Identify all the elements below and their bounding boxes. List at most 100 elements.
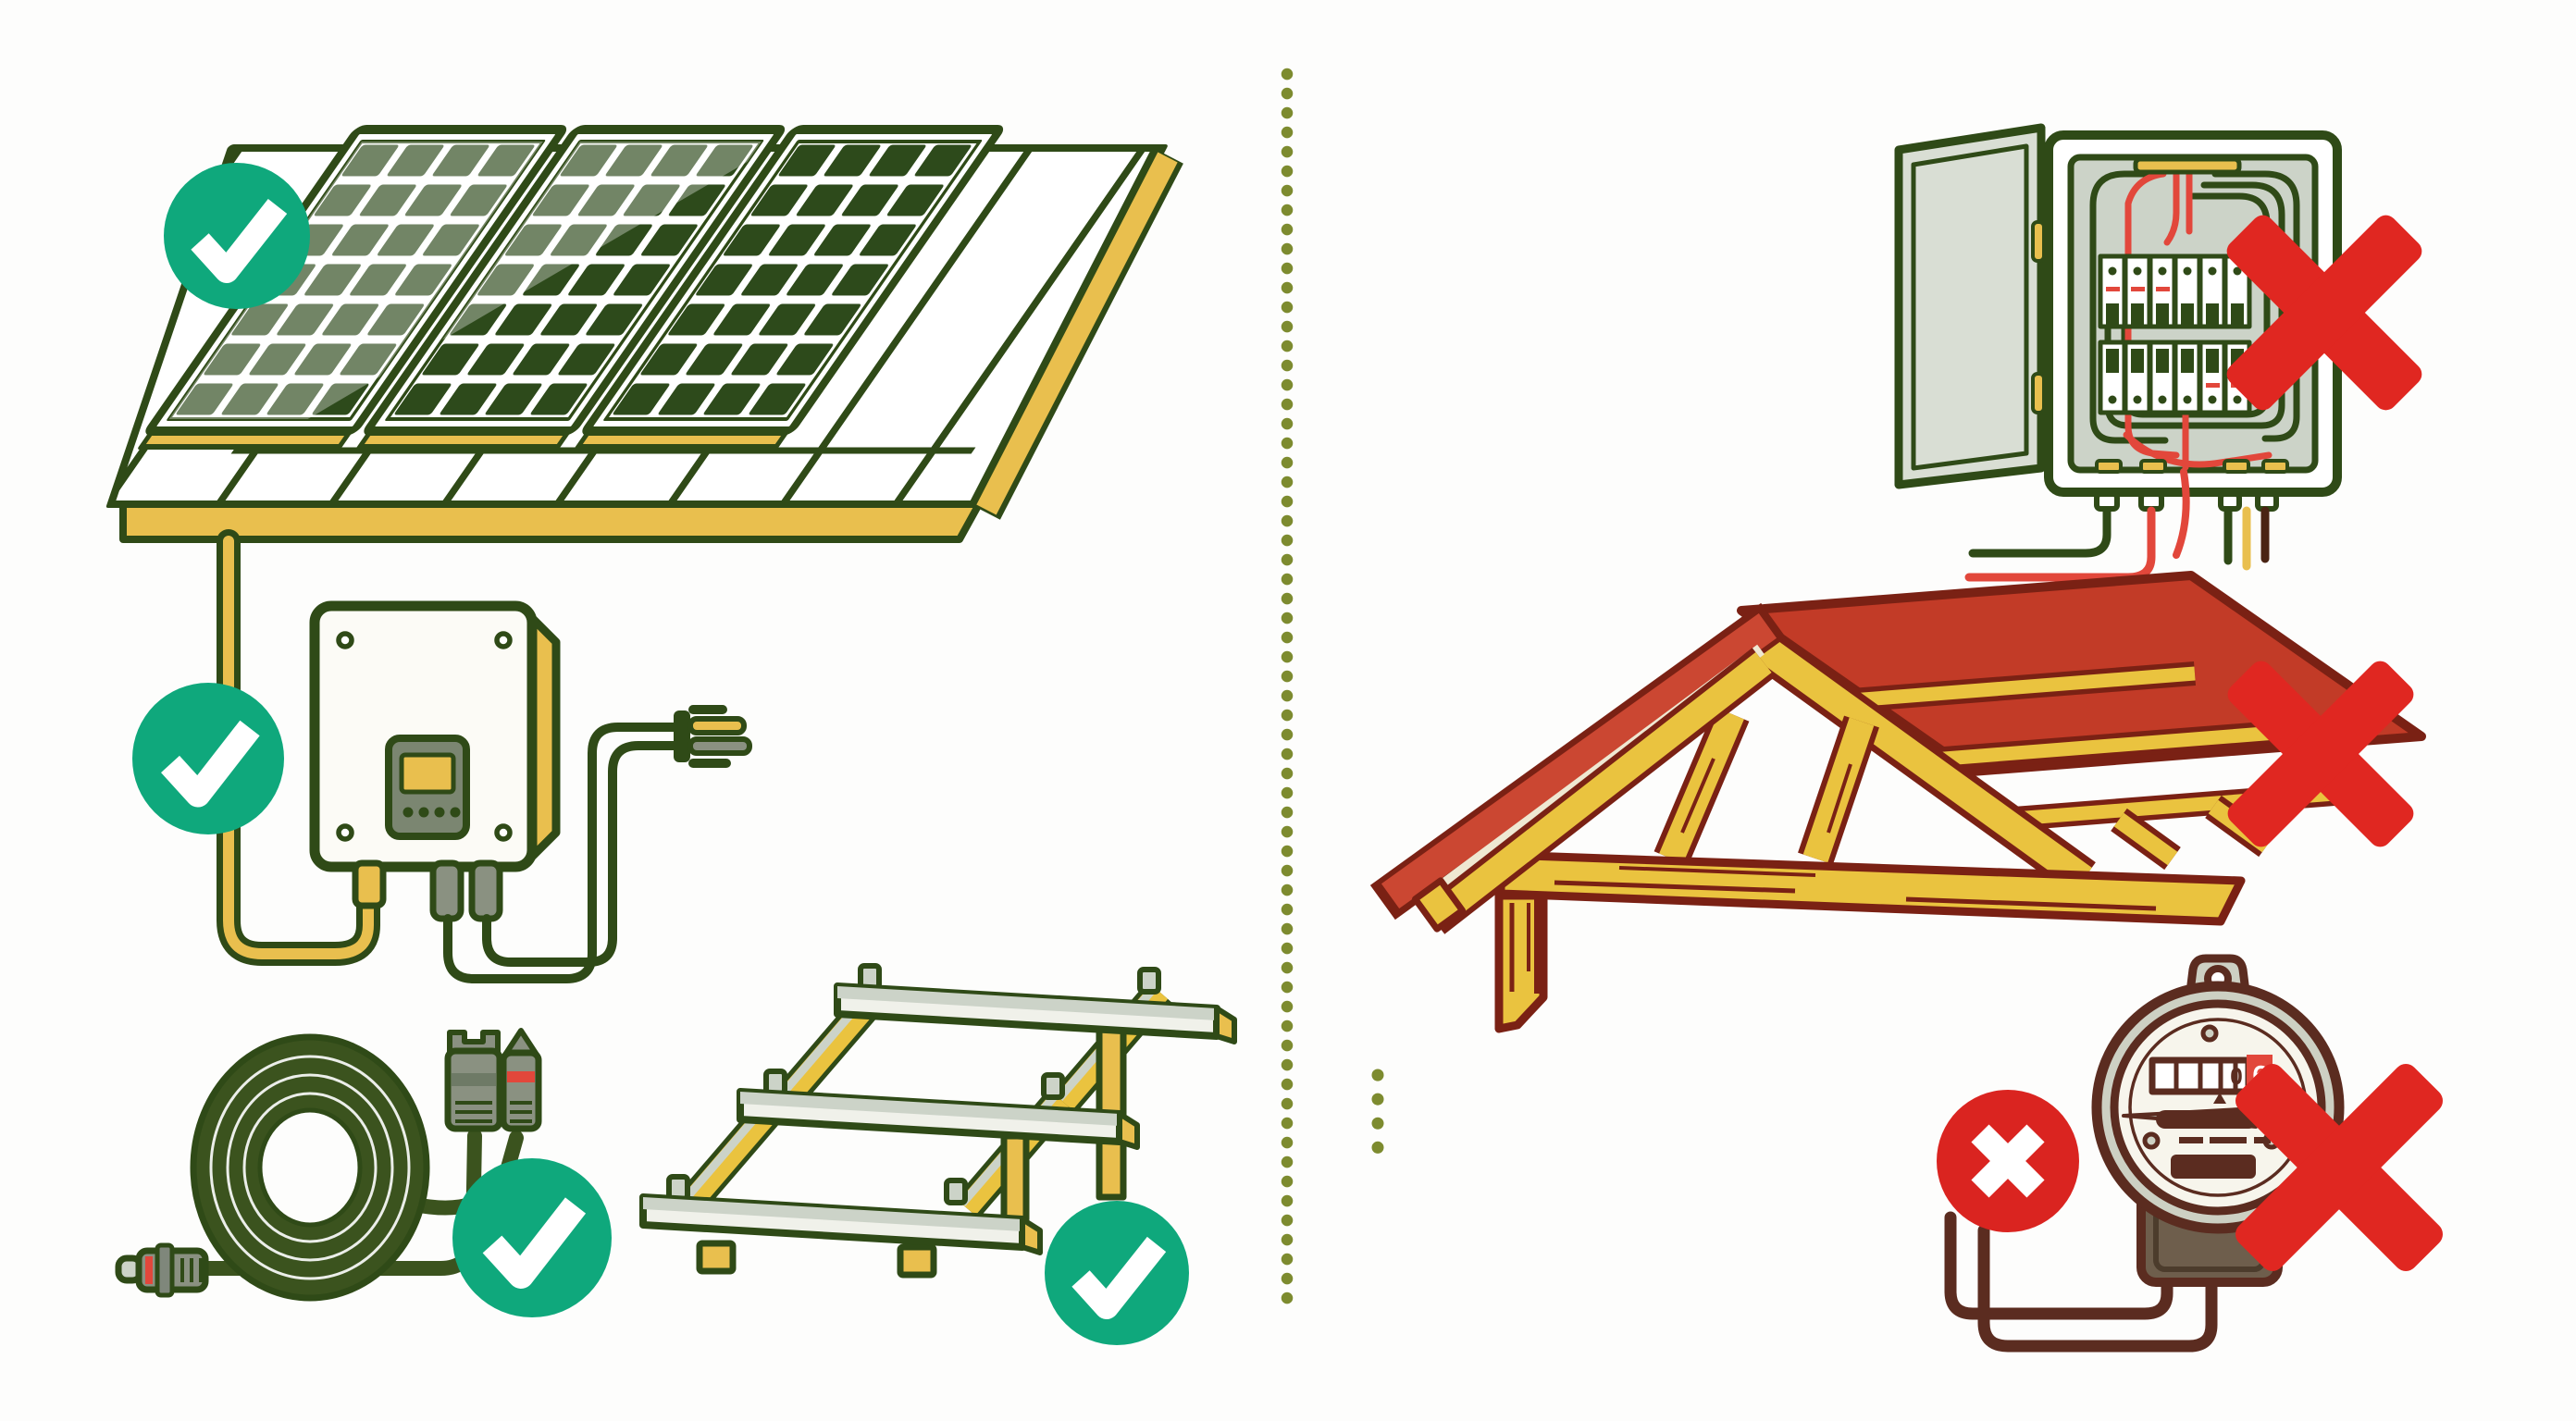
x-mark-breaker-panel	[2226, 215, 2422, 411]
breaker-toggle	[2156, 349, 2169, 373]
rail-end-cap	[1214, 1006, 1237, 1044]
breaker-toggle	[2206, 349, 2219, 373]
check-badge-inverter	[132, 683, 284, 834]
breaker-dot	[2233, 395, 2242, 404]
connector-body	[500, 1049, 542, 1132]
x-icon	[2235, 1064, 2443, 1271]
terminal	[2095, 459, 2123, 474]
breaker-toggle	[2181, 349, 2194, 373]
rail-end-cap	[1117, 1111, 1140, 1150]
breaker-flag	[2131, 287, 2145, 291]
display-button	[450, 807, 461, 818]
breaker-toggle	[2106, 349, 2119, 373]
grain-line	[1680, 758, 1715, 834]
screw-icon	[494, 823, 513, 842]
breaker-toggle	[2231, 303, 2244, 327]
breaker-toggle	[2206, 303, 2219, 327]
x-mark-meter	[2235, 1064, 2443, 1271]
dotted-divider	[1281, 68, 1384, 1315]
rafter-tail	[2113, 812, 2178, 866]
panel-cells	[385, 140, 764, 421]
grain-line	[1827, 763, 1852, 834]
exit-wire-red	[2173, 468, 2190, 559]
panel-door	[1894, 123, 2046, 489]
door-hinge	[2031, 372, 2046, 414]
plug-prong-icon	[687, 716, 747, 735]
coil-center	[257, 1107, 363, 1228]
screw-icon	[2142, 1131, 2161, 1150]
connector-oring	[145, 1256, 153, 1284]
truss-brace	[1802, 717, 1875, 863]
batten	[1920, 725, 2277, 768]
mc4-connector-icon	[500, 1028, 542, 1132]
rail-top-face	[837, 986, 1217, 1020]
rail-clamp	[1137, 967, 1161, 995]
wire-green	[2104, 181, 2285, 429]
check-icon	[191, 198, 288, 283]
breaker-dot	[2208, 395, 2217, 404]
inverter-port-dc	[352, 859, 387, 909]
gland	[2218, 491, 2242, 512]
breaker-dot	[2183, 395, 2192, 404]
ac-wire	[443, 723, 680, 983]
check-badge-solar-array	[164, 163, 310, 309]
grain-line	[1618, 866, 1816, 877]
coil-ring-line	[209, 1055, 411, 1280]
grain-line	[1554, 880, 1796, 894]
breaker-dot	[2108, 395, 2117, 404]
breaker-dot	[2158, 266, 2167, 276]
breaker-toggle	[2156, 303, 2169, 327]
wire-core	[223, 536, 374, 959]
breaker-dot	[2183, 266, 2192, 276]
plug-prong-icon	[687, 736, 752, 756]
panel-edge	[575, 430, 789, 450]
scale-dash	[2179, 1137, 2203, 1143]
rail-clamp	[1041, 1072, 1065, 1100]
panel-door-inner	[1911, 143, 2029, 471]
coil-ring-line	[226, 1073, 394, 1262]
breaker-toggle	[2106, 303, 2119, 327]
batten	[1839, 666, 2196, 709]
rafter	[1745, 628, 2092, 891]
panel-cells	[603, 140, 983, 421]
meter-label-plate	[2171, 1155, 2256, 1179]
terminal	[2223, 459, 2250, 474]
roof-fascia	[119, 500, 983, 543]
connector-oring	[507, 1071, 535, 1082]
x-icon	[2227, 661, 2414, 847]
breaker-toggle	[2181, 303, 2194, 327]
bus-bar	[2133, 156, 2242, 175]
breaker-dot	[2158, 395, 2167, 404]
meter-wire	[1944, 1211, 2174, 1320]
display-screen	[399, 752, 456, 795]
check-circle	[1045, 1201, 1189, 1345]
needle-bar	[2156, 1110, 2258, 1129]
display-button	[418, 807, 429, 818]
display-button	[402, 807, 414, 818]
breaker-dot	[2208, 266, 2217, 276]
wire-red	[2123, 431, 2273, 468]
exit-wire-green	[1968, 506, 2112, 558]
rail-post	[1000, 1132, 1030, 1223]
screw-icon	[336, 823, 354, 842]
breaker-dot	[2108, 266, 2117, 276]
inverter	[309, 600, 561, 922]
scale-dash	[2254, 1137, 2271, 1143]
rail-end-cap	[1020, 1217, 1043, 1255]
x-mark-roof-truss	[2227, 661, 2414, 847]
breaker-dot	[2233, 266, 2242, 276]
check-icon	[1071, 1236, 1167, 1319]
screw-icon	[2200, 1024, 2219, 1043]
panel-edge	[138, 430, 353, 450]
connector-band	[452, 1073, 496, 1086]
plug-frame	[688, 705, 727, 714]
check-icon	[482, 1197, 587, 1289]
check-badge-cables	[452, 1158, 612, 1317]
breaker-toggle	[2131, 303, 2144, 327]
gland	[2255, 491, 2279, 512]
door-hinge	[2031, 220, 2046, 263]
wire-red	[2163, 170, 2180, 246]
mounting-rails	[639, 963, 1237, 1279]
plug-body	[674, 710, 690, 762]
